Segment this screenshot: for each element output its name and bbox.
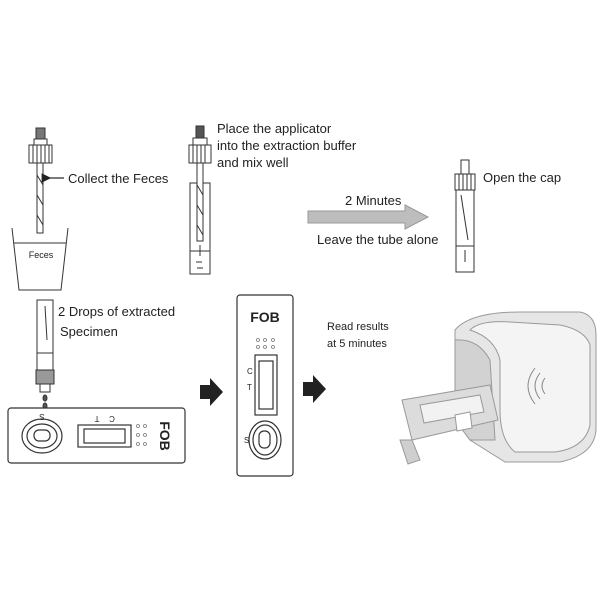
sample-mark-horizontal: S — [39, 412, 44, 421]
test-cassette-horizontal — [7, 407, 186, 464]
control-mark-vertical: C — [247, 367, 253, 376]
drops-line-1: 2 Drops of extracted — [58, 304, 175, 319]
read-line-1: Read results — [327, 321, 389, 333]
test-cassette-vertical — [236, 294, 294, 477]
read-line-2: at 5 minutes — [327, 338, 387, 350]
open-cap-label: Open the cap — [483, 170, 561, 185]
next-arrow-icon — [200, 378, 223, 406]
drops-instruction: 2 Drops of extracted Specimen — [58, 304, 179, 339]
brand-label-vertical: FOB — [250, 309, 280, 325]
wait-instruction: Leave the tube alone — [317, 232, 438, 247]
sample-mark-vertical: S — [244, 436, 249, 445]
applicator-in-tube — [188, 125, 212, 275]
brand-label-horizontal: FOB — [157, 421, 173, 451]
test-mark-vertical: T — [247, 383, 252, 392]
wait-arrow-icon — [307, 204, 430, 230]
next-arrow-icon — [303, 375, 326, 403]
mix-instruction: Place the applicator into the extraction… — [217, 121, 360, 170]
inverted-tube — [35, 299, 55, 410]
mix-line-1: Place the applicator — [217, 121, 332, 136]
wait-duration: 2 Minutes — [345, 193, 402, 208]
opened-tube — [454, 159, 476, 273]
control-mark-horizontal: C — [109, 414, 115, 423]
feces-container-label: Feces — [29, 250, 54, 260]
mix-line-2: into the extraction buffer — [217, 138, 357, 153]
analyzer-device — [399, 311, 597, 465]
collect-feces-label: Collect the Feces — [68, 171, 169, 186]
test-mark-horizontal: T — [94, 414, 99, 423]
mix-line-3: and mix well — [217, 155, 289, 170]
read-instruction: Read results at 5 minutes — [327, 321, 392, 350]
applicator-in-cup — [11, 127, 69, 291]
drops-line-2: Specimen — [60, 324, 118, 339]
